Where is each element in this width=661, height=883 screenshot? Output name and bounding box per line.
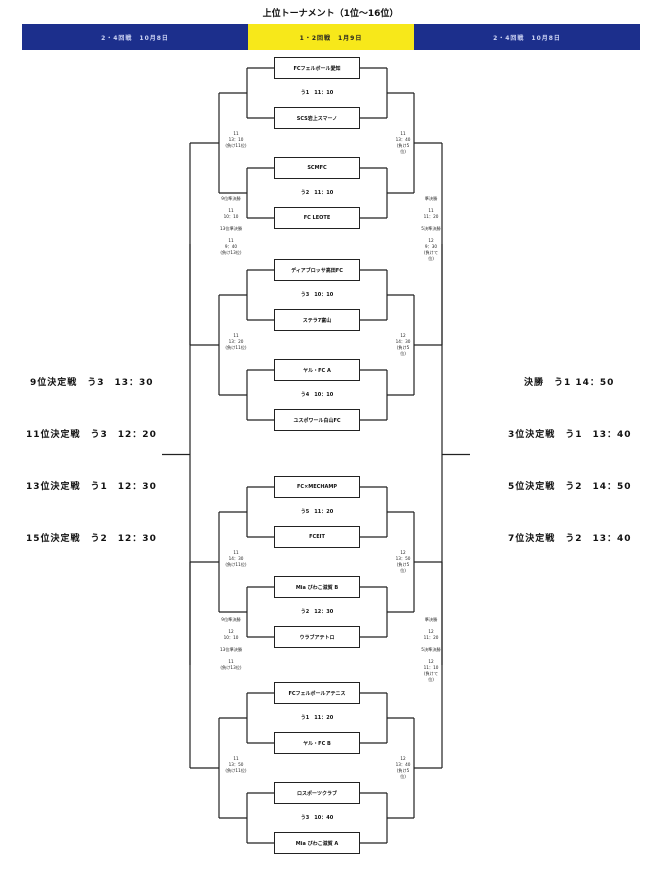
match-time: う1 11：20 xyxy=(300,715,334,721)
team-box: ロスポーツクラブ xyxy=(274,782,360,804)
schedule-left-3: 13位決定戦 う1 12：30 xyxy=(26,482,157,492)
team-box: ユスポワール白山FC xyxy=(274,409,360,431)
schedule-band-left: 2・4回戦 10月8日 xyxy=(22,24,248,50)
round2-right-label: 12 14：30 (負け5 位) xyxy=(395,333,411,356)
schedule-right-2: 3位決定戦 う1 13：40 xyxy=(508,430,632,440)
match-time: う3 10：10 xyxy=(300,292,334,298)
team-box: SCS岩上スマーノ xyxy=(274,107,360,129)
match-time: う5 11：20 xyxy=(300,509,334,515)
semifinal-left-label: 9位準決勝 11 10：10 13位準決勝 11 9：40 (負け13位) xyxy=(219,196,243,255)
team-box: SCMFC xyxy=(274,157,360,179)
round2-right-label: 12 13：40 (負け5 位) xyxy=(395,756,411,779)
schedule-right-4: 7位決定戦 う2 13：40 xyxy=(508,534,632,544)
match-time: う2 12：30 xyxy=(300,609,334,615)
team-box: FCEIT xyxy=(274,526,360,548)
team-box: ディアブロッサ高田FC xyxy=(274,259,360,281)
team-box: Mia びわこ滋賀 B xyxy=(274,576,360,598)
team-box: FCフェルボールアテニス xyxy=(274,682,360,704)
match-time: う1 11：10 xyxy=(300,90,334,96)
round2-right-label: 11 13：40 (負け5 位) xyxy=(395,131,411,154)
schedule-band-center: 1・2回戦 1月9日 xyxy=(248,24,414,50)
semifinal-right-label: 準決勝 11 11：20 5決準決勝 12 9：30 (負けて 位) xyxy=(421,196,441,261)
team-box: ウラブアテトロ xyxy=(274,626,360,648)
team-box: FC×MECHAMP xyxy=(274,476,360,498)
schedule-band-right: 2・4回戦 10月8日 xyxy=(414,24,640,50)
semifinal-left-label: 9位準決勝 12 10：10 13位準決勝 11 (負け13位) xyxy=(219,617,243,670)
semifinal-right-label: 準決勝 12 11：20 5決準決勝 12 11：10 (負けて 位) xyxy=(421,617,441,682)
schedule-right-1: 決勝 う1 14：50 xyxy=(524,378,615,388)
round2-left-label: 11 14：30 (負け11位) xyxy=(225,550,247,567)
page-title: 上位トーナメント（1位〜16位） xyxy=(262,9,399,19)
schedule-left-4: 15位決定戦 う2 12：30 xyxy=(26,534,157,544)
match-time: う4 10：10 xyxy=(300,392,334,398)
round2-left-label: 11 13：20 (負け11位) xyxy=(225,333,247,350)
team-box: FCフェルボール愛知 xyxy=(274,57,360,79)
match-time: う3 10：40 xyxy=(300,815,334,821)
team-box: ヤル・FC A xyxy=(274,359,360,381)
team-box: FC LEOTE xyxy=(274,207,360,229)
match-time: う2 11：10 xyxy=(300,190,334,196)
round2-right-label: 12 13：50 (負け5 位) xyxy=(395,550,411,573)
round2-left-label: 11 13：10 (負け11位) xyxy=(225,131,247,148)
round2-left-label: 11 13：50 (負け11位) xyxy=(225,756,247,773)
schedule-right-3: 5位決定戦 う2 14：50 xyxy=(508,482,632,492)
team-box: ヤル・FC B xyxy=(274,732,360,754)
schedule-left-1: 9位決定戦 う3 13：30 xyxy=(30,378,154,388)
team-box: ステラ7富山 xyxy=(274,309,360,331)
team-box: Mia びわこ滋賀 A xyxy=(274,832,360,854)
schedule-left-2: 11位決定戦 う3 12：20 xyxy=(26,430,157,440)
